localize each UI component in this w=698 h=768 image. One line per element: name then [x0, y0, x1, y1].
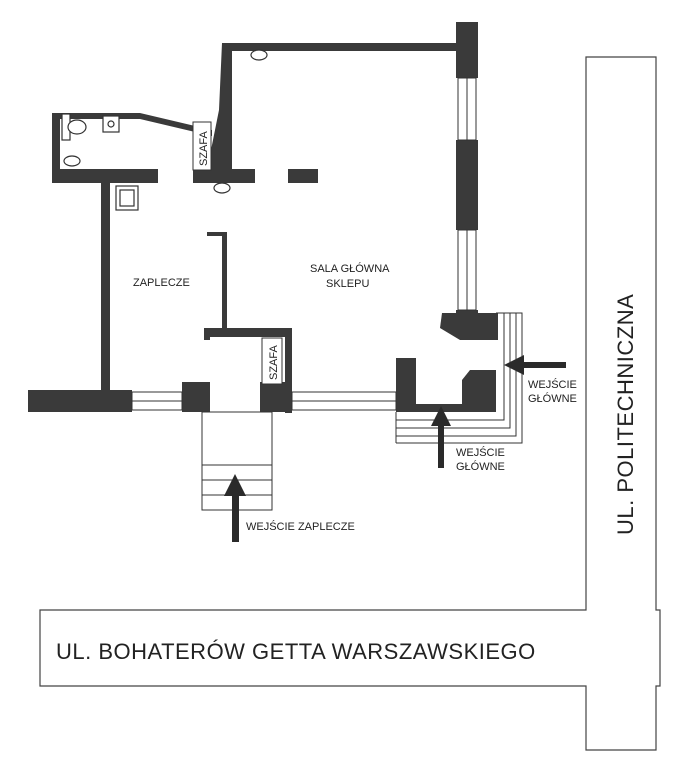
entrance-label-backroom: WEJŚCIE ZAPLECZE: [246, 520, 355, 533]
room-label-main-hall-1: SALA GŁÓWNA: [310, 262, 390, 275]
main-entrance-steps: [395, 312, 523, 444]
entrance-label-bottom-2: GŁÓWNE: [456, 460, 505, 473]
entrance-label-bottom-1: WEJŚCIE: [456, 446, 505, 459]
wardrobe-middle-label: SZAFA: [268, 344, 280, 380]
street-outline: [39, 56, 661, 751]
wardrobe-top-label: SZAFA: [198, 130, 210, 166]
arrow-icon: [431, 406, 451, 468]
entrance-label-right-1: WEJŚCIE: [528, 378, 577, 391]
arrow-icon: [224, 474, 246, 542]
arrow-icon: [504, 355, 566, 375]
sink-icon: [63, 155, 81, 167]
sink-icon: [213, 182, 231, 194]
street-label-horizontal: UL. BOHATERÓW GETTA WARSZAWSKIEGO: [56, 639, 536, 664]
wardrobe-top: [192, 121, 212, 171]
room-label-backroom: ZAPLECZE: [133, 277, 190, 289]
toilet-icon: [61, 113, 87, 141]
sink-icon: [115, 185, 139, 211]
entrance-label-right-2: GŁÓWNE: [528, 392, 577, 405]
street-label-vertical: UL. POLITECHNICZNA: [613, 294, 638, 535]
windows: [131, 77, 477, 411]
sink-icon: [250, 49, 268, 61]
walls: [28, 22, 498, 413]
wardrobe-middle: [261, 337, 283, 385]
sink-icon: [102, 115, 120, 133]
room-label-main-hall-2: SKLEPU: [326, 278, 369, 290]
